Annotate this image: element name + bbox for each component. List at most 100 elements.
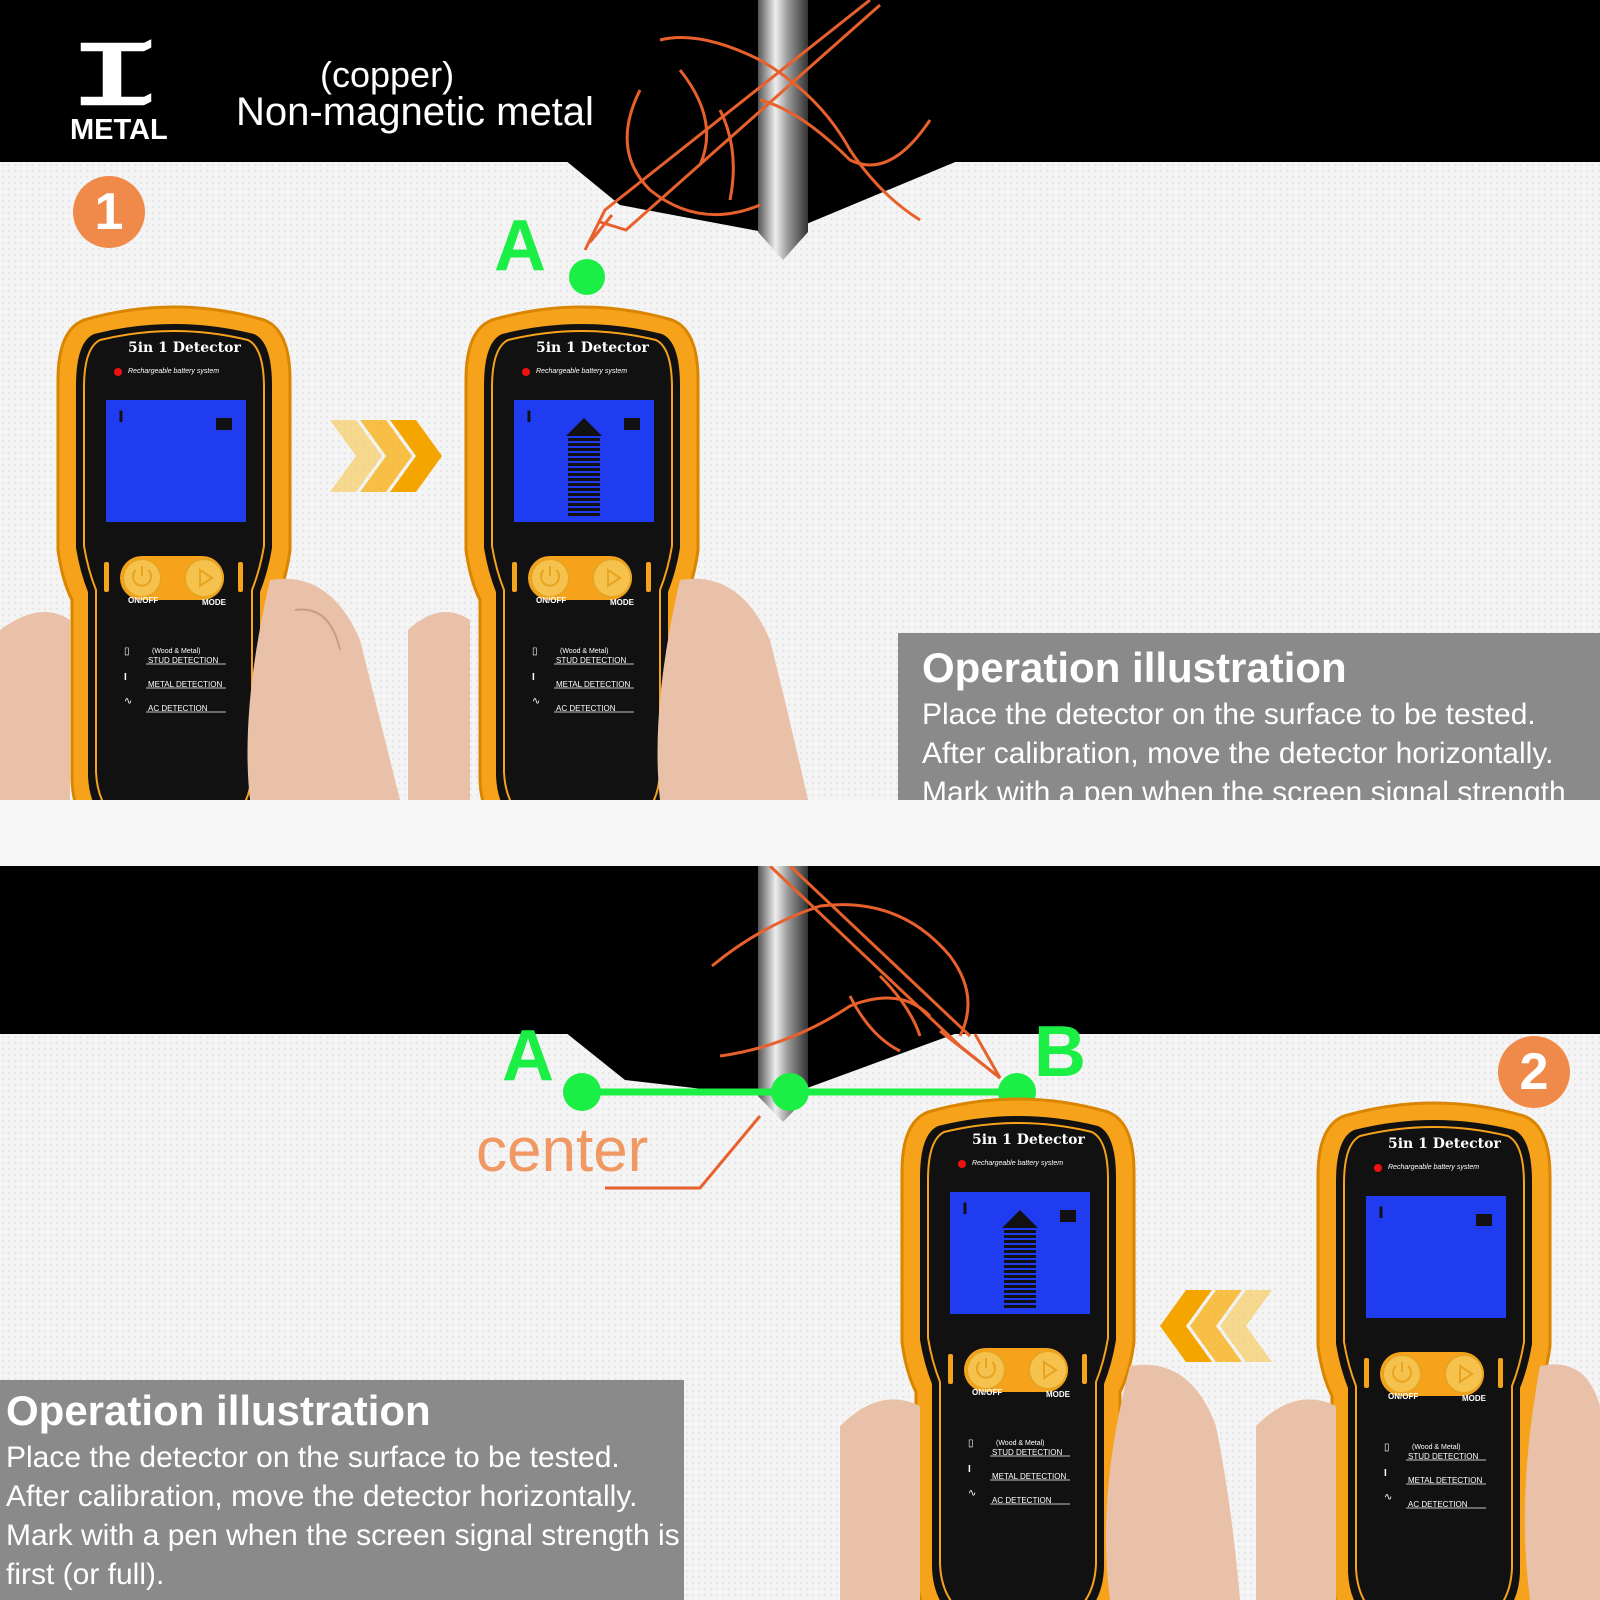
metal-detection-label: METAL DETECTION: [992, 1472, 1067, 1481]
lcd-metal-icon: I: [526, 407, 532, 426]
center-pointer: [605, 1115, 762, 1190]
lcd-check-icon: [1476, 1214, 1492, 1226]
lcd-signal-bar: [568, 493, 600, 496]
panel-1-art: [330, 0, 960, 492]
step-2-panel: A B center 2 I 5in 1 Detector Rechargeab…: [0, 866, 1600, 1600]
battery-note: Rechargeable battery system: [1388, 1164, 1480, 1171]
lcd-signal-bar: [1004, 1270, 1036, 1273]
detector-device: I 5in 1 Detector Rechargeable battery sy…: [1314, 1096, 1554, 1600]
ac-icon: ∿: [1384, 1492, 1393, 1503]
lcd-signal-bar: [568, 443, 600, 446]
lcd-signal-bar: [568, 508, 600, 511]
info-box-2: Operation illustration Place the detecto…: [0, 1380, 684, 1600]
lcd-metal-icon: I: [1378, 1203, 1384, 1222]
device-title: 5in 1 Detector: [972, 1132, 1085, 1148]
arrow-left-icon: [1160, 1290, 1272, 1362]
lcd-signal-bar: [1004, 1290, 1036, 1293]
device-title: 5in 1 Detector: [128, 340, 241, 356]
marker-a-label-2: A: [502, 1016, 554, 1096]
step-1-panel: METAL (copper) Non-magnetic metal 1 A I …: [0, 0, 1600, 800]
lcd-check-icon: [624, 418, 640, 430]
lcd-check-icon: [1060, 1210, 1076, 1222]
detector-device: I 5in 1 Detector Rechargeable battery sy…: [462, 300, 702, 800]
stud-detection-label: STUD DETECTION: [992, 1448, 1063, 1457]
copper-label: (copper): [320, 54, 455, 95]
mode-label: MODE: [1046, 1390, 1070, 1399]
battery-note: Rechargeable battery system: [128, 368, 220, 375]
stud-icon: ▯: [532, 646, 538, 657]
detector-body: I: [464, 305, 700, 800]
detector-body: I: [56, 305, 292, 800]
lcd-check-icon: [216, 418, 232, 430]
center-label: center: [476, 1116, 649, 1185]
lcd-signal-bar: [1004, 1240, 1036, 1243]
pen-hand-sketch-2: [711, 866, 1002, 1080]
marker-a-dot-2: [563, 1073, 601, 1111]
lcd-metal-icon: I: [962, 1199, 968, 1218]
detector-body: I: [1316, 1101, 1552, 1600]
metal-detection-label: METAL DETECTION: [1408, 1476, 1483, 1485]
step-badge-1: 1: [73, 176, 145, 248]
lcd-signal-bar: [568, 468, 600, 471]
page-subtitle: Non-magnetic metal: [236, 90, 594, 134]
ac-icon: ∿: [532, 696, 541, 707]
stud-sub-label: (Wood & Metal): [996, 1440, 1045, 1447]
stud-sub-label: (Wood & Metal): [152, 648, 201, 655]
lcd-metal-icon: I: [118, 407, 124, 426]
step-badge-2: 2: [1498, 1036, 1570, 1108]
mode-label: MODE: [610, 598, 634, 607]
stud-icon: ▯: [124, 646, 130, 657]
stud-icon: ▯: [968, 1438, 974, 1449]
stud-detection-label: STUD DETECTION: [556, 656, 627, 665]
stud-sub-label: (Wood & Metal): [1412, 1444, 1461, 1451]
lcd-signal-bar: [568, 463, 600, 466]
lcd-signal-bar: [568, 503, 600, 506]
mode-label: MODE: [202, 598, 226, 607]
lcd-signal-bar: [1004, 1235, 1036, 1238]
onoff-label: ON/OFF: [972, 1388, 1003, 1397]
lcd-signal-bar: [1004, 1285, 1036, 1288]
onoff-label: ON/OFF: [128, 596, 159, 605]
panel-2-art: [563, 866, 1272, 1362]
lcd-signal-arrow: [566, 418, 602, 436]
hands-panel-2: [840, 1364, 1600, 1600]
lcd-signal-bar: [568, 483, 600, 486]
info-text-1: Place the detector on the surface to be …: [922, 698, 1566, 800]
info-box-1: Operation illustration Place the detecto…: [898, 633, 1600, 800]
info-title-1: Operation illustration: [922, 644, 1347, 691]
ac-detection-label: AC DETECTION: [556, 704, 616, 713]
lcd-signal-bar: [568, 438, 600, 441]
metal-icon: I: [124, 672, 127, 683]
battery-note: Rechargeable battery system: [972, 1160, 1064, 1167]
device-title: 5in 1 Detector: [536, 340, 649, 356]
lcd-signal-bar: [1004, 1255, 1036, 1258]
info-text-2: Place the detector on the surface to be …: [6, 1441, 680, 1591]
lcd-signal-bar: [568, 488, 600, 491]
lcd-signal-bar: [568, 498, 600, 501]
lcd-signal-bar: [568, 453, 600, 456]
lcd-signal-bar: [568, 473, 600, 476]
ac-detection-label: AC DETECTION: [148, 704, 208, 713]
ac-icon: ∿: [968, 1488, 977, 1499]
lcd-signal-bar: [568, 458, 600, 461]
i-beam-icon: [79, 38, 153, 107]
device-title: 5in 1 Detector: [1388, 1136, 1501, 1152]
onoff-label: ON/OFF: [1388, 1392, 1419, 1401]
onoff-label: ON/OFF: [536, 596, 567, 605]
arrow-right-icon: [330, 420, 442, 492]
hands-panel-1: [0, 578, 808, 800]
lcd-signal-bar: [1004, 1260, 1036, 1263]
lcd-signal-bar: [1004, 1295, 1036, 1298]
info-title-2: Operation illustration: [6, 1387, 431, 1434]
detector-device: I 5in 1 Detector Rechargeable battery sy…: [898, 1092, 1138, 1600]
center-dot: [771, 1073, 809, 1111]
marker-a-dot: [569, 259, 605, 295]
metal-icon: I: [532, 672, 535, 683]
metal-icon: I: [968, 1464, 971, 1475]
detector-body: I: [900, 1097, 1136, 1600]
stud-icon: ▯: [1384, 1442, 1390, 1453]
mode-label: MODE: [1462, 1394, 1486, 1403]
lcd-signal-bar: [1004, 1300, 1036, 1303]
marker-a-label: A: [494, 206, 546, 286]
lcd-signal-bar: [1004, 1230, 1036, 1233]
